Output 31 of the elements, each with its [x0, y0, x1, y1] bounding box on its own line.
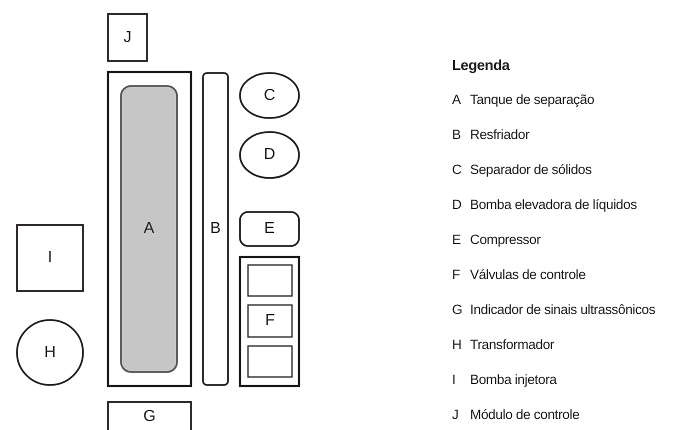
part-letter: G	[143, 408, 156, 426]
part-letter: C	[264, 86, 276, 104]
legend-text: Compressor	[470, 232, 541, 247]
legend-text: Transformador	[470, 337, 554, 352]
part-letter: E	[264, 220, 275, 238]
legend-key: F	[452, 267, 460, 282]
legend-key: A	[452, 92, 461, 107]
part-letter: B	[210, 220, 221, 238]
part-letter: A	[144, 220, 154, 238]
part-letter: F	[265, 312, 275, 330]
legend-key: J	[452, 407, 458, 422]
legend-text: Bomba injetora	[470, 372, 557, 387]
legend-text: Bomba elevadora de líquidos	[470, 197, 637, 212]
legend-text: Módulo de controle	[470, 407, 580, 422]
part-letter: J	[124, 28, 132, 46]
legend-text: Separador de sólidos	[470, 162, 592, 177]
legend-heading: Legenda	[452, 58, 510, 74]
legend-key: B	[452, 127, 461, 142]
part-letter: H	[44, 344, 56, 362]
part-letter: D	[264, 146, 276, 164]
legend-key: G	[452, 302, 462, 317]
legend-key: D	[452, 197, 462, 212]
part-letter: I	[48, 249, 52, 267]
legend-text: Resfriador	[470, 127, 530, 142]
legend-text: Tanque de separação	[470, 92, 594, 107]
legend-key: E	[452, 232, 461, 247]
legend-text: Válvulas de controle	[470, 267, 586, 282]
legend-key: I	[452, 372, 456, 387]
legend-text: Indicador de sinais ultrassônicos	[470, 302, 656, 317]
legend-key: H	[452, 337, 462, 352]
legend-key: C	[452, 162, 462, 177]
